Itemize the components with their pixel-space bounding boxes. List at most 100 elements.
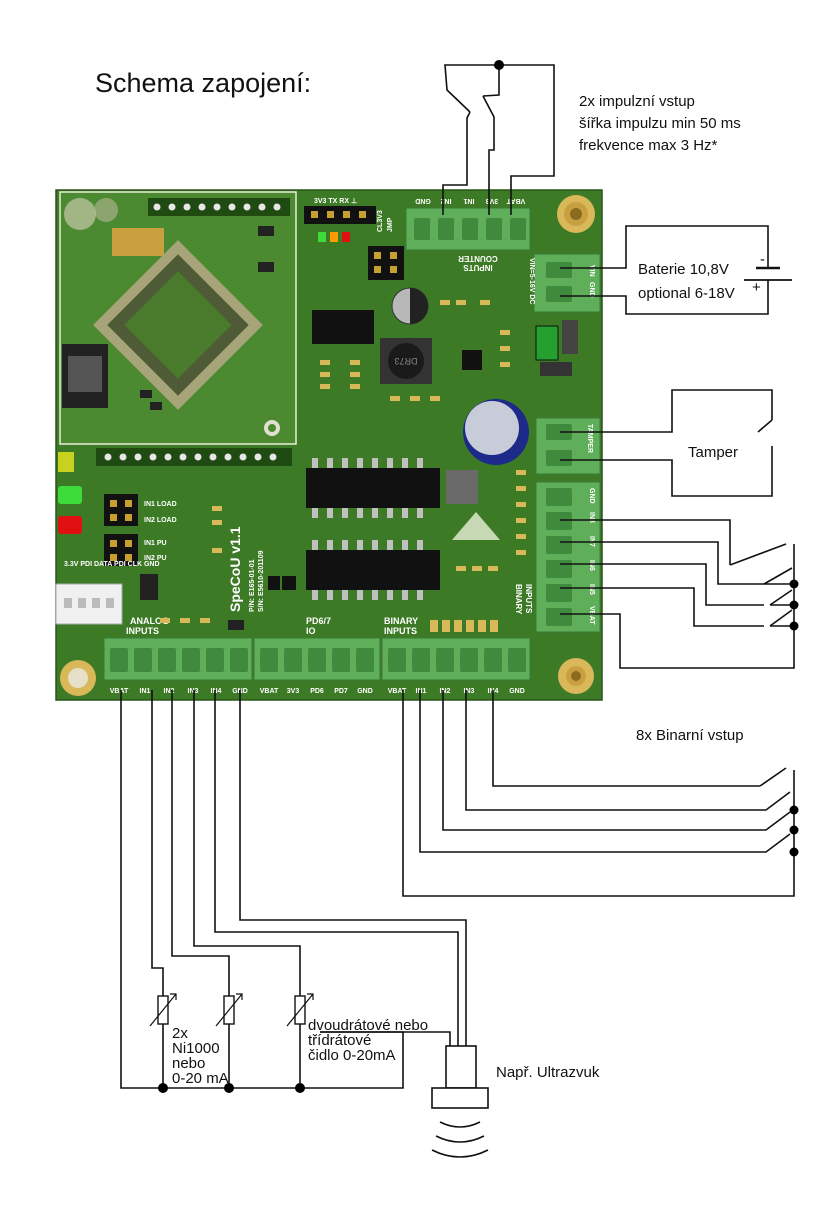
ultrasonic-sensor [431,1045,489,1158]
binary-terminal [381,637,531,681]
analog-pin-0: VBAT [110,688,129,695]
pu-jumper [104,534,138,566]
binary-label-2: INPUTS [384,626,417,636]
bottom-binary-wiring [402,690,799,897]
impulse-text-1: 2x impulzní vstup [579,93,695,110]
pd67-pin-2: PD6 [310,688,324,695]
analog-pin-2: IN2 [164,688,175,695]
dip-ic-1-pins [312,458,423,518]
wires: - + [120,60,799,1158]
coin-cell-battery [465,401,519,455]
battery-plus-sign: + [752,279,761,296]
ultrasonic-text: Např. Ultrazvuk [496,1064,600,1081]
board-name: SpeCoU v1.1 [227,526,243,612]
analog-junction-2 [224,1083,234,1093]
in2-pu-label: IN2 PU [144,555,167,562]
sensor-text-2: třídrátové [308,1032,371,1049]
impulse-text-3: frekvence max 3 Hz* [579,137,718,154]
binary-pin-2: IN2 [440,688,451,695]
load-jumper [104,494,138,526]
resistor-ni1000-2 [215,993,243,1027]
counter-pin-2: IN1 [463,197,474,204]
mcu-chip [93,240,263,410]
vin-pin-0: VIN [588,265,595,277]
tamper-screw-1 [546,424,572,440]
counter-terminal-screws [414,218,526,240]
smd-pads [160,300,526,632]
pd67-pin-1: 3V3 [287,688,300,695]
counter-pin-1: IN2 [440,197,451,204]
tamper-terminal-label: TAMPER [586,424,593,453]
annotations: 2x impulzní vstup šířka impulzu min 50 m… [172,93,744,1087]
vin-spec-label: VIN=5-16V DC [528,258,535,305]
jumper-pins [374,252,397,273]
electrolytic-cap-band [410,288,428,324]
counter-pin-0: GND [415,197,431,204]
battery-text-2: optional 6-18V [638,285,735,302]
analog-pin-3: IN3 [188,688,199,695]
pd67-label-1: PD6/7 [306,616,331,626]
bottom-terminal-screws [110,648,526,672]
led-green [58,486,82,504]
vin-screw-2 [546,286,572,302]
pcb-board: 3V3 TX RX ⊥ CL3V3 JMP GND IN2 IN1 3V3 VB… [55,189,603,701]
impulse-junction [494,60,504,70]
board-sn: S/N: E5610-201109 [258,550,265,612]
dip-ic-2-pins [312,540,423,600]
battery-wiring: - + [560,225,792,315]
binary-pin-5: GND [509,688,525,695]
smd-resistor-large [540,362,572,376]
right-pin-1: IN8 [588,512,595,523]
right-binary-terminal [535,481,601,633]
vin-pin-1: GND [588,282,595,298]
binary-pin-1: IN1 [416,688,427,695]
tamper-screw-2 [546,450,572,466]
ni1000-text-2: Ni1000 [172,1040,220,1057]
small-ic [462,350,482,370]
led-yellow [58,452,74,472]
sensor-text-1: dvoudrátové nebo [308,1017,428,1034]
module-capacitor-strip [112,228,164,256]
diode-dark [562,320,578,354]
pd67-label-2: IO [306,626,316,636]
impulse-text-2: šířka impulzu min 50 ms [579,115,741,132]
uart-header [304,206,376,224]
mount-hole-module-3-inner [268,424,276,432]
counter-pin-3: 3V3 [486,197,499,204]
uart-pins [311,211,366,218]
board-pn: P/N: E165-01-01 [249,559,256,612]
analog-label-2: INPUTS [126,626,159,636]
dip-ic-2 [306,550,440,590]
uart-label: 3V3 TX RX ⊥ [314,197,357,205]
bottom-bin-junction-3 [789,847,799,857]
resistor-sensor [286,993,314,1027]
mount-hole-bottom-left [60,660,96,696]
bottom-bin-junction-1 [789,805,799,815]
led-red [58,516,82,534]
analog-junction-3 [295,1083,305,1093]
counter-label-2: INPUTS [463,263,493,272]
ni1000-text-3: nebo [172,1055,205,1072]
analog-terminal [103,637,253,681]
pd67-pin-0: VBAT [260,688,279,695]
led-power [342,232,350,242]
right-binary-label-2: INPUTS [524,584,533,614]
module-crystal-top [68,356,102,392]
cl3v3-label: CL3V3 [377,210,384,232]
right-bin-junction-2 [789,600,799,610]
jmp-label: JMP [387,217,394,232]
binary-label-1: BINARY [384,616,418,626]
inductor-label: DR73 [394,356,417,366]
right-pin-4: IN5 [588,584,595,595]
ni1000-text-1: 2x [172,1025,188,1042]
right-binary-wiring [560,519,799,669]
in2-load-label: IN2 LOAD [144,517,177,524]
right-pin-5: VBAT [588,606,595,625]
ni1000-text-4: 0-20 mA [172,1070,229,1087]
smd-black-1 [282,576,296,590]
in1-pu-label: IN1 PU [144,540,167,547]
right-bin-junction-3 [789,621,799,631]
battery-text-1: Baterie 10,8V [638,261,729,278]
